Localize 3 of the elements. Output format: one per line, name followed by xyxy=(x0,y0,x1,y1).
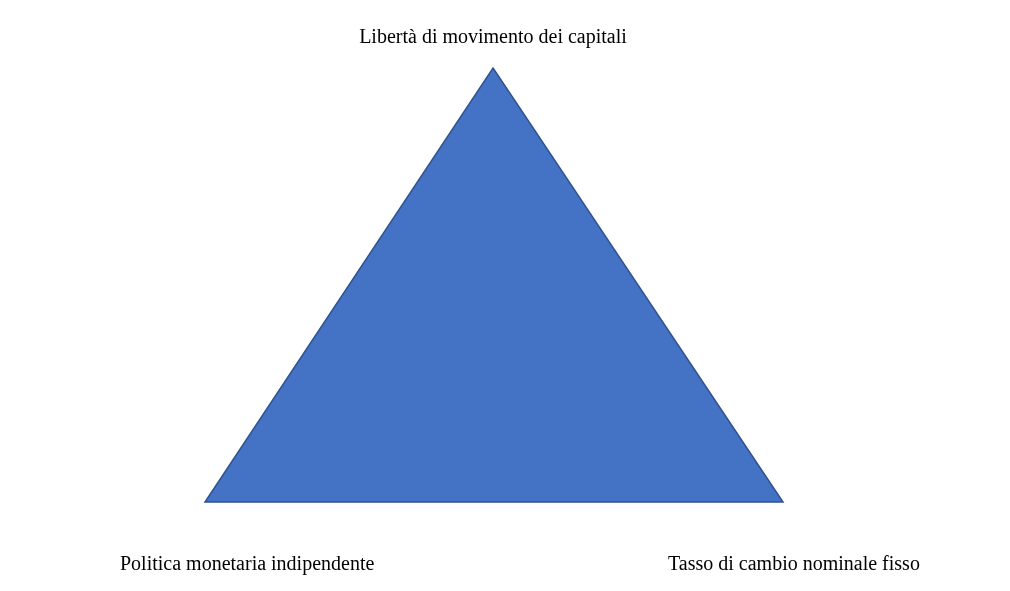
corner-label: Tasso di cambio nominale fisso xyxy=(668,551,920,575)
corner-label: Libertà di movimento dei capitali xyxy=(359,24,627,48)
corner-label: Politica monetaria indipendente xyxy=(120,551,375,575)
